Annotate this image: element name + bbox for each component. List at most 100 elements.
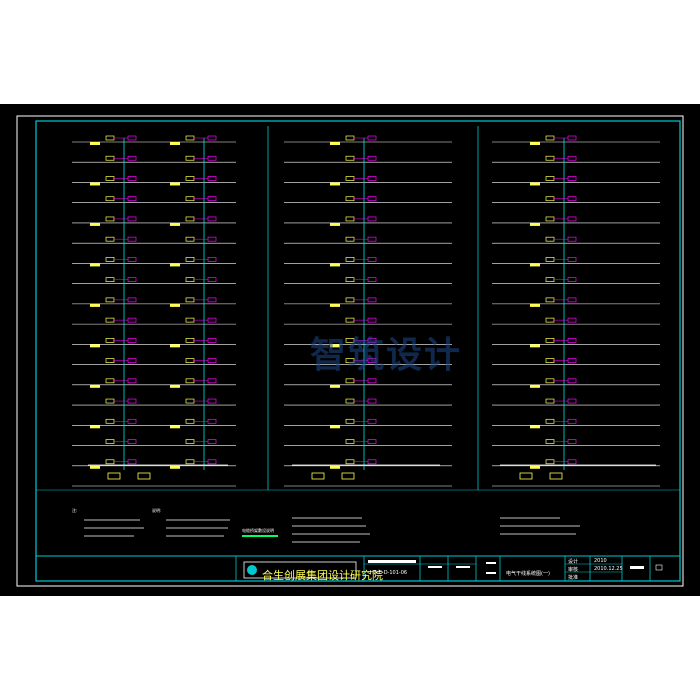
distribution-box bbox=[345, 459, 355, 465]
meter-box bbox=[170, 142, 180, 145]
drawing-sheet: 智筑设计 合生创展集团设计研究院 HS-E-D-101-06 电气干线系统图(一… bbox=[0, 104, 700, 596]
distribution-box bbox=[545, 297, 555, 303]
meter-box bbox=[530, 425, 540, 429]
meter-box bbox=[170, 344, 180, 348]
distribution-box bbox=[567, 216, 577, 222]
distribution-box bbox=[367, 155, 377, 161]
distribution-box bbox=[207, 439, 217, 444]
distribution-box bbox=[185, 378, 195, 384]
distribution-box bbox=[105, 277, 115, 282]
distribution-box bbox=[345, 418, 355, 424]
legend-title: 电缆桥架敷设说明 bbox=[242, 528, 274, 533]
company-logo-box bbox=[243, 561, 357, 579]
meter-box bbox=[330, 465, 340, 469]
distribution-box bbox=[185, 418, 195, 424]
distribution-box bbox=[207, 236, 217, 242]
distribution-box bbox=[545, 439, 555, 444]
distribution-box bbox=[105, 398, 115, 404]
distribution-box bbox=[105, 176, 115, 181]
distribution-box bbox=[345, 135, 355, 141]
distribution-box bbox=[367, 176, 377, 181]
meter-box bbox=[530, 182, 540, 186]
distribution-box bbox=[185, 439, 195, 444]
distribution-box bbox=[567, 257, 577, 262]
meter-box bbox=[90, 465, 100, 469]
meter-box bbox=[530, 142, 540, 145]
distribution-box bbox=[545, 378, 555, 384]
distribution-box bbox=[105, 216, 115, 222]
distribution-box bbox=[545, 358, 555, 363]
distribution-box bbox=[367, 439, 377, 444]
meter-box bbox=[330, 263, 340, 267]
distribution-box bbox=[367, 398, 377, 404]
watermark-text: 智筑设计 bbox=[310, 335, 463, 376]
distribution-box bbox=[345, 439, 355, 444]
value-review: 2010.12.25 bbox=[594, 566, 623, 572]
distribution-box bbox=[207, 398, 217, 404]
value-design: 2010 bbox=[594, 558, 607, 564]
distribution-box bbox=[207, 338, 217, 343]
distribution-box bbox=[105, 439, 115, 444]
distribution-box bbox=[127, 135, 137, 141]
distribution-box bbox=[567, 236, 577, 242]
distribution-box bbox=[567, 358, 577, 363]
distribution-box bbox=[345, 236, 355, 242]
distribution-box bbox=[345, 216, 355, 222]
distribution-box bbox=[127, 338, 137, 343]
distribution-box bbox=[345, 176, 355, 181]
distribution-box bbox=[185, 257, 195, 262]
main-panel bbox=[137, 472, 151, 480]
distribution-box bbox=[207, 257, 217, 262]
distribution-box bbox=[367, 378, 377, 384]
meter-box bbox=[170, 384, 180, 388]
meter-box bbox=[530, 222, 540, 226]
label-approve: 批准 bbox=[568, 575, 579, 581]
distribution-box bbox=[545, 418, 555, 424]
distribution-box bbox=[545, 176, 555, 181]
distribution-box bbox=[105, 196, 115, 202]
distribution-box bbox=[185, 155, 195, 161]
distribution-box bbox=[567, 277, 577, 282]
distribution-box bbox=[567, 317, 577, 323]
distribution-box bbox=[127, 358, 137, 363]
meter-box bbox=[170, 425, 180, 429]
distribution-box bbox=[345, 297, 355, 303]
title-block bbox=[35, 555, 681, 582]
distribution-box bbox=[367, 257, 377, 262]
main-panel bbox=[341, 472, 355, 480]
distribution-box bbox=[567, 196, 577, 202]
meter-box bbox=[170, 222, 180, 226]
distribution-box bbox=[207, 196, 217, 202]
distribution-box bbox=[105, 358, 115, 363]
distribution-box bbox=[105, 236, 115, 242]
distribution-box bbox=[185, 135, 195, 141]
meter-box bbox=[330, 344, 340, 348]
notes-heading-right: 说明: bbox=[152, 508, 162, 513]
distribution-box bbox=[367, 216, 377, 222]
distribution-box bbox=[127, 236, 137, 242]
distribution-box bbox=[185, 297, 195, 303]
meter-box bbox=[530, 384, 540, 388]
main-panel bbox=[519, 472, 533, 480]
legend-marker bbox=[242, 535, 278, 537]
sheet-caption: 电气干线系统图(一) bbox=[506, 571, 550, 577]
distribution-box bbox=[127, 418, 137, 424]
distribution-box bbox=[545, 338, 555, 343]
distribution-box bbox=[345, 257, 355, 262]
distribution-box bbox=[127, 257, 137, 262]
distribution-box bbox=[545, 398, 555, 404]
meter-box bbox=[90, 222, 100, 226]
meter-box bbox=[530, 263, 540, 267]
meter-box bbox=[330, 425, 340, 429]
distribution-box bbox=[127, 439, 137, 444]
distribution-box bbox=[545, 216, 555, 222]
distribution-box bbox=[345, 317, 355, 323]
meter-box bbox=[90, 263, 100, 267]
distribution-box bbox=[545, 257, 555, 262]
distribution-box bbox=[567, 378, 577, 384]
distribution-box bbox=[185, 317, 195, 323]
company-logo bbox=[247, 565, 257, 575]
distribution-box bbox=[545, 236, 555, 242]
riser-diagram bbox=[16, 115, 684, 587]
distribution-box bbox=[185, 216, 195, 222]
